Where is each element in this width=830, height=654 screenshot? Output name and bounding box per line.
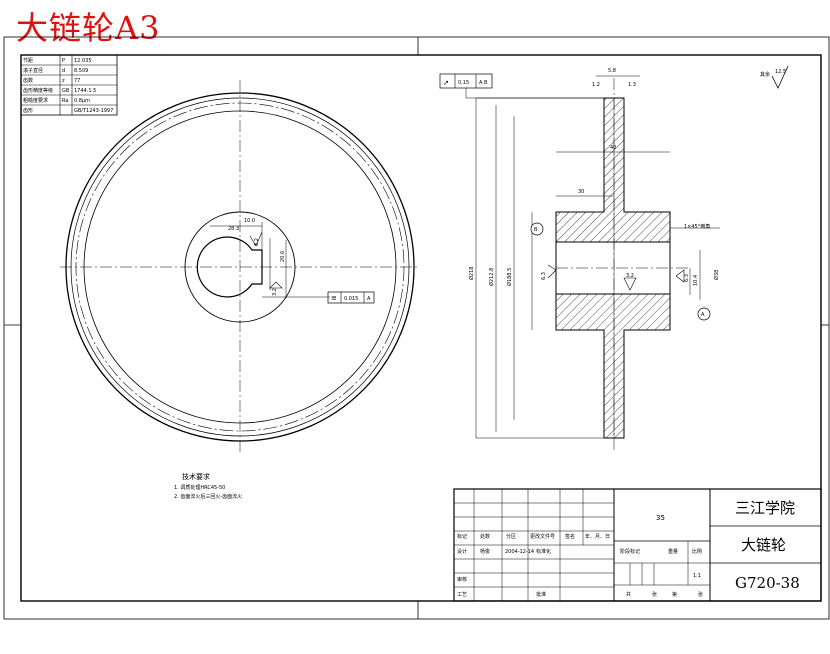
dim-hub-len: 40 bbox=[610, 145, 616, 151]
runout-datum: A B bbox=[479, 80, 488, 86]
rough-bore-left: 6.3 bbox=[541, 272, 547, 280]
title-block-labels: 35 三江学院 大链轮 G720-38 1:1 标记 处数 分区 更改文件号 签… bbox=[457, 499, 800, 598]
row-label-1: 处数 bbox=[480, 533, 490, 540]
tolerance-symbol: ≡ bbox=[331, 294, 337, 302]
sheet-label-3: 张 bbox=[698, 591, 703, 598]
roughness-icon-bore-left bbox=[547, 264, 557, 279]
dim-od: Ø218 bbox=[468, 267, 475, 280]
weight-label: 重量 bbox=[668, 548, 678, 555]
inner-border bbox=[20, 54, 822, 602]
side-view bbox=[439, 73, 720, 450]
tech-item-1: 1. 调质处理HRC45-50 bbox=[174, 484, 225, 491]
param-sym: Ra bbox=[62, 98, 68, 104]
tech-item-2: 2. 齿面淬火后三回火-齿面淬火 bbox=[174, 493, 242, 500]
param-value: 0.8μm bbox=[74, 98, 90, 104]
param-sym: GB bbox=[62, 88, 70, 94]
roughness-a: 3.2 bbox=[254, 238, 260, 246]
row-label-0: 标记 bbox=[457, 533, 467, 540]
dim-top-left: 1.2 bbox=[592, 82, 600, 88]
sheet-label-2: 第 bbox=[672, 591, 677, 598]
dim-top-width: 5.8 bbox=[608, 68, 616, 74]
param-label: 滚子直径 bbox=[23, 67, 43, 74]
dim-root: Ø188.5 bbox=[506, 268, 513, 286]
roughness-note: 其余 bbox=[760, 71, 770, 78]
param-value: 12.035 bbox=[74, 58, 92, 64]
check-label: 审核 bbox=[457, 576, 467, 583]
datum-b-label: B bbox=[534, 227, 538, 233]
scale-label: 比例 bbox=[692, 548, 702, 555]
drawing-number: G720-38 bbox=[735, 574, 800, 592]
dim-bore: Ø38 bbox=[713, 270, 720, 280]
param-value: 8.509 bbox=[74, 68, 88, 74]
centering-marks bbox=[4, 37, 829, 619]
dim-top-right: 1.3 bbox=[628, 82, 636, 88]
design-date: 2004-12-14 bbox=[505, 549, 534, 555]
drawing-title: 大链轮A3 bbox=[16, 9, 161, 47]
front-view bbox=[60, 80, 420, 455]
datum-b-marker bbox=[530, 222, 544, 236]
design-label: 设计 bbox=[457, 548, 467, 555]
row-label-2: 分区 bbox=[506, 533, 516, 540]
material: 35 bbox=[656, 514, 665, 522]
outer-border bbox=[3, 36, 830, 620]
part-name: 大链轮 bbox=[741, 536, 786, 554]
side-view-labels: ↗ 0.15 A B 5.8 1.2 1.3 40 30 Ø218 Ø212.8… bbox=[443, 68, 720, 318]
roughness-icon-bore-a bbox=[249, 231, 263, 247]
keyway-dimensions bbox=[210, 222, 330, 298]
datum-a-label: A bbox=[701, 312, 705, 318]
dim-keyway-width: 10.0 bbox=[244, 218, 255, 224]
param-sym: d bbox=[62, 68, 65, 74]
tolerance-value: 0.015 bbox=[344, 296, 358, 302]
roughness-icon-bore-mid bbox=[623, 277, 637, 291]
sheet-label-0: 共 bbox=[626, 591, 631, 598]
dim-pitch: Ø212.8 bbox=[488, 268, 495, 286]
designer: 杨俊 bbox=[480, 548, 490, 555]
roughness-symbol-icon bbox=[771, 65, 789, 89]
dim-hub-half: 30 bbox=[578, 189, 584, 195]
tech-title: 技术要求 bbox=[182, 472, 210, 481]
row-label-3: 更改文件号 bbox=[530, 533, 555, 540]
title-block bbox=[453, 488, 822, 602]
roughness-c: 3.2 bbox=[272, 288, 278, 296]
param-label: 齿形精度等级 bbox=[23, 87, 53, 94]
param-label: 节距 bbox=[23, 58, 33, 64]
param-label: 齿数 bbox=[23, 77, 33, 84]
stage-label: 阶段标记 bbox=[620, 548, 640, 555]
param-value: 77 bbox=[74, 78, 80, 84]
approve-label: 批准 bbox=[536, 591, 546, 598]
row-label-5: 年、月、日 bbox=[585, 533, 610, 540]
symmetry-tolerance-frame bbox=[327, 291, 375, 304]
parameter-table: 节距 P 12.035 滚子直径 d 8.509 齿数 z 77 齿形精度等级 GB 1744.1.5… bbox=[20, 54, 118, 116]
runout-symbol: ↗ bbox=[443, 79, 449, 87]
standardization: 标准化 bbox=[536, 548, 551, 555]
roughness-icon-bore-right bbox=[675, 269, 685, 283]
row-label-4: 签名 bbox=[565, 533, 575, 540]
param-value: 1744.1.5 bbox=[74, 88, 96, 94]
general-roughness: 其余 12.5 bbox=[760, 65, 789, 89]
dim-hub-width: 28.3 bbox=[228, 226, 239, 232]
process-label: 工艺 bbox=[457, 592, 467, 598]
technical-requirements: 技术要求 1. 调质处理HRC45-50 2. 齿面淬火后三回火-齿面淬火 bbox=[174, 472, 242, 500]
param-sym: P bbox=[62, 58, 65, 64]
param-sym: z bbox=[62, 78, 65, 84]
roughness-icon-bore-b bbox=[269, 281, 283, 289]
scale-value: 1:1 bbox=[693, 573, 701, 579]
tolerance-datum: A bbox=[367, 296, 371, 302]
school-name: 三江学院 bbox=[735, 499, 795, 517]
roughness-value: 12.5 bbox=[775, 69, 786, 75]
chamfer-note: 1×45°倒角 bbox=[684, 223, 710, 230]
rough-bore-right: 6.3 bbox=[684, 274, 690, 282]
dim-keyway-depth: 20.6 bbox=[280, 251, 286, 262]
param-value: GB/T1243-1997 bbox=[74, 108, 113, 114]
datum-a-marker bbox=[697, 307, 711, 321]
param-label: 粗糙度要求 bbox=[23, 97, 48, 104]
front-view-labels: 10.0 28.3 20.6 3.2 3.2 ≡ 0.015 A bbox=[228, 218, 371, 302]
param-label: 齿形 bbox=[23, 107, 33, 114]
sheet-label-1: 张 bbox=[652, 591, 657, 598]
dim-key: 10.4 bbox=[693, 275, 699, 286]
runout-value: 0.15 bbox=[458, 80, 469, 86]
rough-bore-mid: 3.2 bbox=[626, 273, 634, 279]
